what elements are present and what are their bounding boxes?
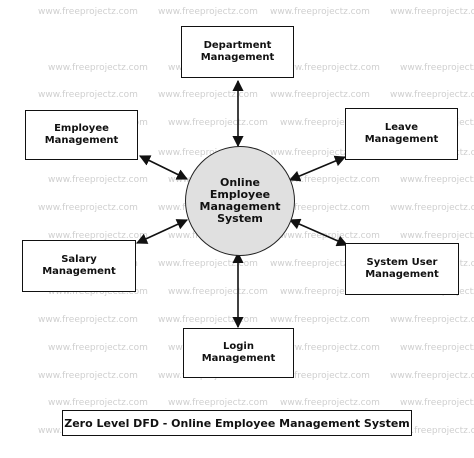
process-online-employee-management-system: Online Employee Management System	[185, 146, 295, 256]
watermark-text: www.freeprojectz.com	[270, 7, 370, 17]
watermark-text: www.freeprojectz.com	[168, 287, 268, 297]
watermark-text: www.freeprojectz.com	[158, 148, 258, 158]
entity-login-management: Login Management	[183, 328, 294, 378]
watermark-text: www.freeprojectz.com	[400, 343, 474, 353]
watermark-text: www.freeprojectz.com	[158, 315, 258, 325]
watermark-text: www.freeprojectz.com	[48, 63, 148, 73]
watermark-text: www.freeprojectz.com	[400, 63, 474, 73]
watermark-text: www.freeprojectz.com	[390, 203, 474, 213]
watermark-text: www.freeprojectz.com	[280, 343, 380, 353]
watermark-text: www.freeprojectz.com	[270, 259, 370, 269]
flow-employee	[138, 155, 189, 180]
watermark-text: www.freeprojectz.com	[168, 398, 268, 408]
watermark-text: www.freeprojectz.com	[400, 231, 474, 241]
watermark-text: www.freeprojectz.com	[390, 90, 474, 100]
watermark-text: www.freeprojectz.com	[280, 63, 380, 73]
watermark-text: www.freeprojectz.com	[280, 118, 380, 128]
watermark-text: www.freeprojectz.com	[390, 315, 474, 325]
flow-salary	[135, 219, 189, 244]
watermark-text: www.freeprojectz.com	[168, 118, 268, 128]
watermark-text: www.freeprojectz.com	[38, 203, 138, 213]
watermark-text: www.freeprojectz.com	[38, 90, 138, 100]
watermark-text: www.freeprojectz.com	[48, 287, 148, 297]
watermark-text: www.freeprojectz.com	[38, 315, 138, 325]
watermark-text: www.freeprojectz.com	[400, 175, 474, 185]
watermark-text: www.freeprojectz.com	[270, 315, 370, 325]
watermark-text: www.freeprojectz.com	[270, 203, 370, 213]
watermark-text: www.freeprojectz.com	[270, 371, 370, 381]
watermark-text: www.freeprojectz.com	[270, 148, 370, 158]
entity-department-management: Department Management	[181, 26, 294, 78]
watermark-text: www.freeprojectz.com	[390, 7, 474, 17]
watermark-text: www.freeprojectz.com	[280, 398, 380, 408]
watermark-text: www.freeprojectz.com	[400, 398, 474, 408]
watermark-text: www.freeprojectz.com	[390, 426, 474, 436]
entity-system-user-management: System User Management	[345, 243, 459, 295]
watermark-text: www.freeprojectz.com	[270, 90, 370, 100]
watermark-text: www.freeprojectz.com	[280, 287, 380, 297]
watermark-text: www.freeprojectz.com	[158, 259, 258, 269]
watermark-text: www.freeprojectz.com	[38, 7, 138, 17]
entity-leave-management: Leave Management	[345, 108, 458, 160]
watermark-text: www.freeprojectz.com	[390, 371, 474, 381]
watermark-text: www.freeprojectz.com	[48, 343, 148, 353]
watermark-text: www.freeprojectz.com	[48, 398, 148, 408]
watermark-text: www.freeprojectz.com	[48, 175, 148, 185]
flow-leave	[288, 155, 347, 182]
watermark-text: www.freeprojectz.com	[48, 231, 148, 241]
watermark-text: www.freeprojectz.com	[38, 371, 138, 381]
watermark-text: www.freeprojectz.com	[158, 90, 258, 100]
entity-employee-management: Employee Management	[25, 110, 138, 160]
entity-salary-management: Salary Management	[22, 240, 136, 292]
diagram-caption: Zero Level DFD - Online Employee Managem…	[62, 410, 412, 436]
flow-system-user	[288, 218, 349, 247]
watermark-text: www.freeprojectz.com	[158, 7, 258, 17]
